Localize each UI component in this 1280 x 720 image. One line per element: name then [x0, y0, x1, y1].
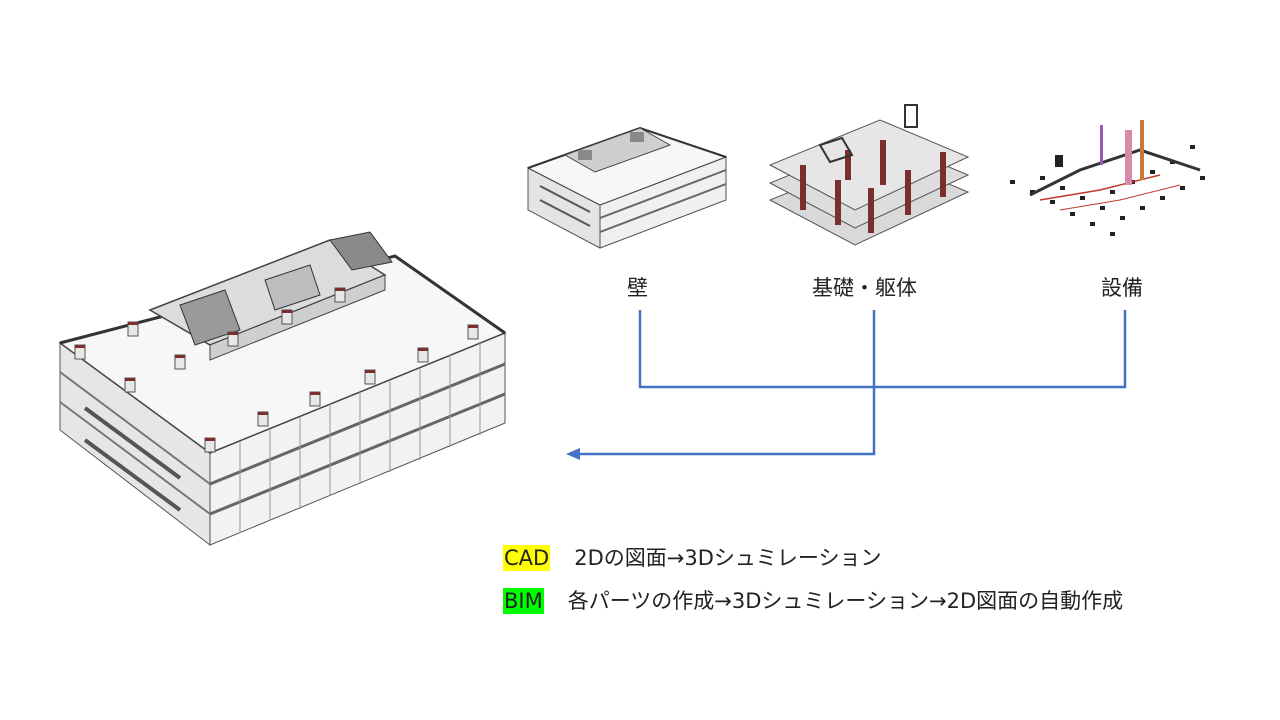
structure-label: 基礎・躯体 [812, 276, 917, 300]
legend-bim: BIM 各パーツの作成→3Dシュミレーション→2D図面の自動作成 [503, 588, 1123, 614]
cad-description: 2Dの図面→3Dシュミレーション [574, 546, 882, 570]
legend-cad: CAD 2Dの図面→3Dシュミレーション [503, 545, 881, 571]
cad-tag: CAD [503, 545, 551, 571]
bim-description: 各パーツの作成→3Dシュミレーション→2D図面の自動作成 [567, 589, 1124, 613]
bim-tag: BIM [503, 588, 544, 614]
equipment-label: 設備 [1101, 276, 1143, 300]
arrow-head-icon [566, 448, 580, 460]
wall-label: 壁 [627, 276, 648, 300]
